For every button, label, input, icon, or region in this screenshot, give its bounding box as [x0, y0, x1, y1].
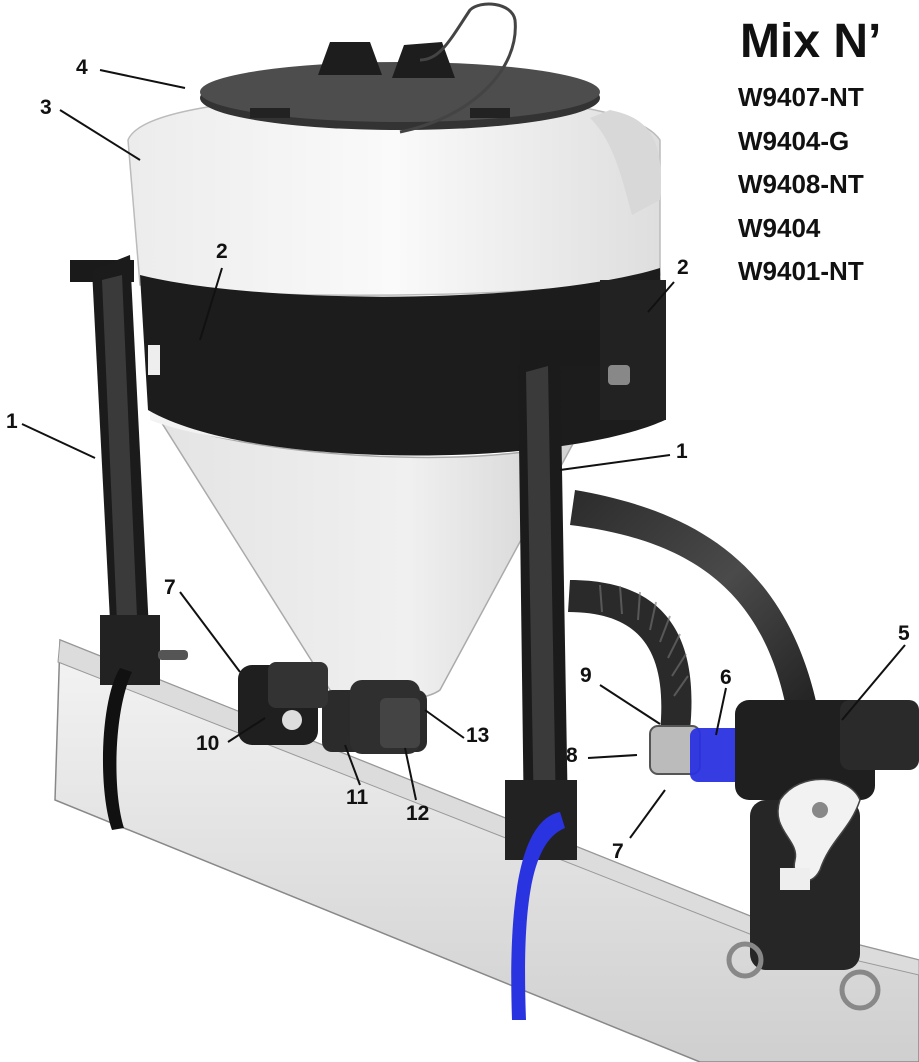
callout-5: 5	[898, 622, 910, 645]
callout-1-leg-right: 1	[676, 440, 688, 463]
model-number-list: W9407-NT W9404-G W9408-NT W9404 W9401-NT	[738, 76, 864, 294]
callout-leader-lines	[21, 69, 906, 839]
callout-12: 12	[406, 802, 430, 825]
callout-1-leg-left: 1	[6, 410, 18, 433]
left-frame-leg	[70, 255, 188, 830]
page-title: Mix N’	[740, 15, 882, 68]
callout-2-strap-right: 2	[677, 256, 689, 279]
callout-2-strap-left: 2	[216, 240, 228, 263]
model-number: W9408-NT	[738, 169, 864, 199]
callout-3-tank: 3	[40, 96, 52, 119]
callout-7-left: 7	[164, 576, 176, 599]
model-number: W9407-NT	[738, 82, 864, 112]
suction-hoses	[568, 490, 820, 732]
model-number: W9401-NT	[738, 256, 864, 286]
callout-8: 8	[566, 744, 578, 767]
callout-7-right: 7	[612, 840, 624, 863]
callout-11: 11	[346, 786, 369, 809]
callout-9: 9	[580, 664, 592, 687]
model-number: W9404-G	[738, 125, 850, 156]
callout-4-lid: 4	[76, 56, 88, 79]
callout-13: 13	[466, 724, 490, 747]
callout-6: 6	[720, 666, 732, 689]
tank-label-decal	[148, 345, 160, 375]
bottom-valve-assembly	[238, 662, 427, 754]
tank-lid	[200, 2, 600, 134]
callout-10: 10	[196, 732, 220, 755]
manifold-plumbing	[649, 700, 919, 1011]
model-number: W9404	[738, 212, 821, 243]
